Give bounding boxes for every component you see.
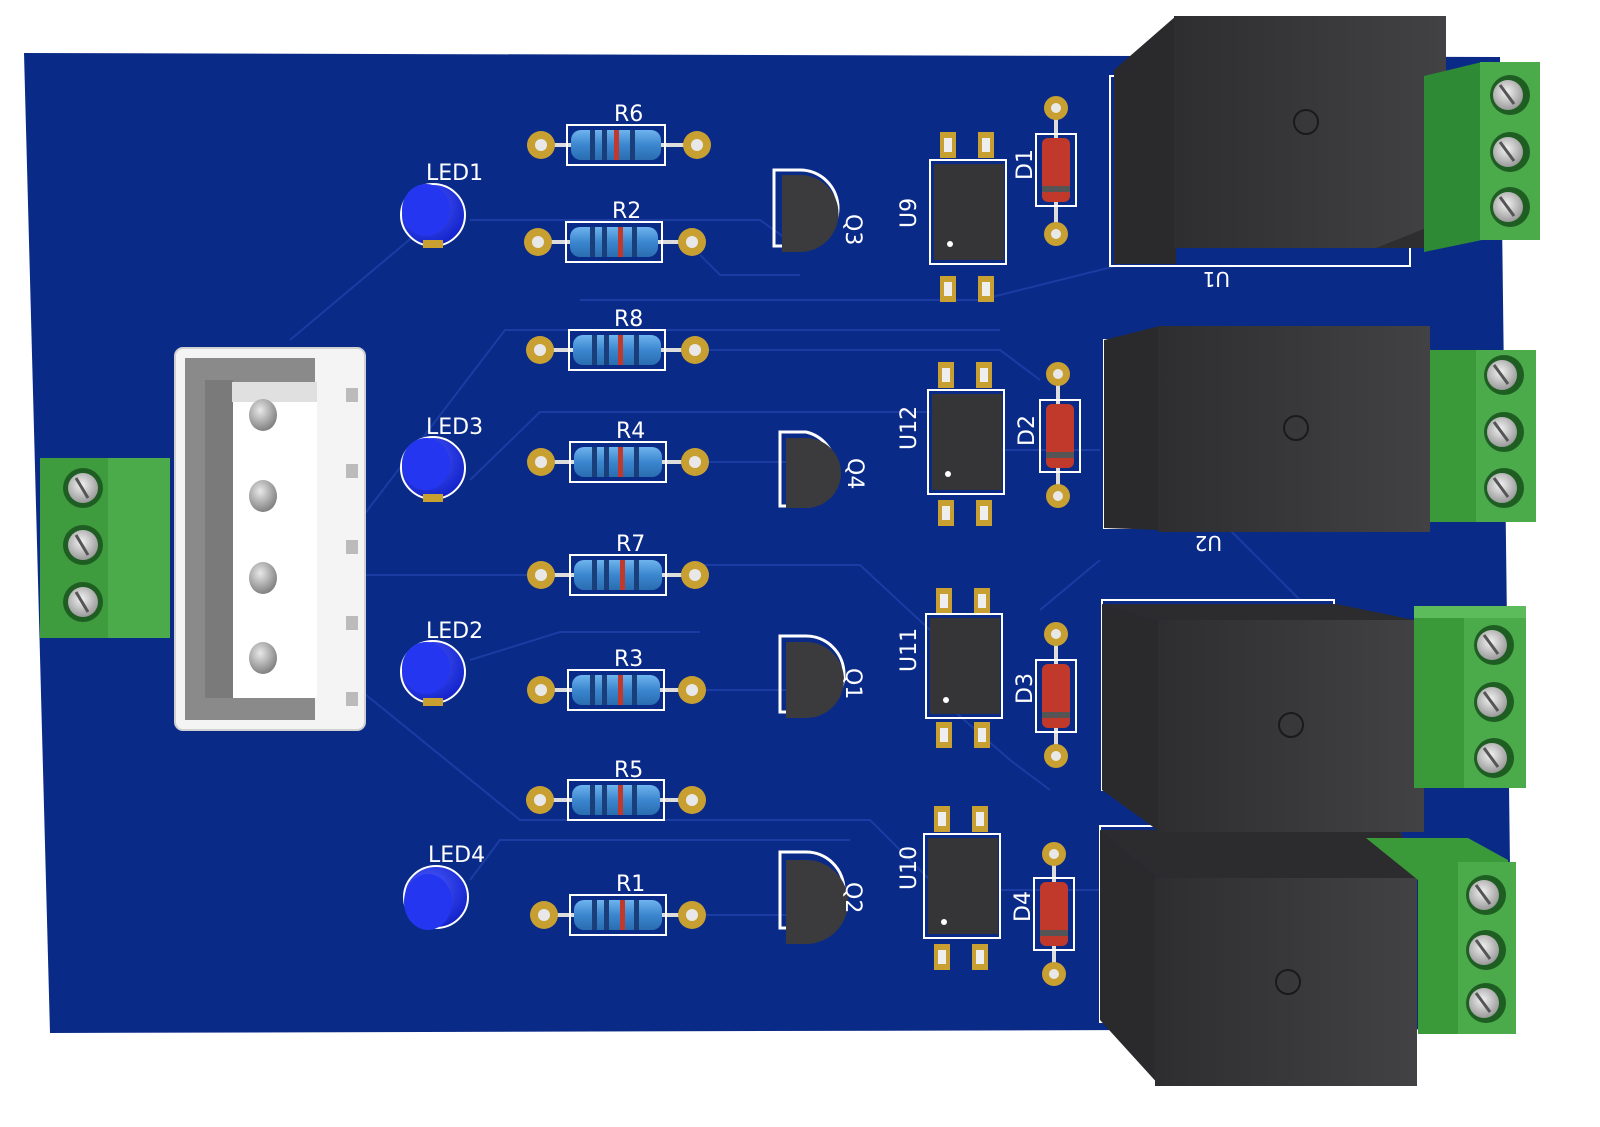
diode-d2-label: D2 — [1015, 415, 1040, 446]
resistor-r3-label: R3 — [614, 647, 643, 672]
relay-3 — [1101, 599, 1424, 832]
resistor-r6-label: R6 — [614, 102, 643, 127]
resistor-r6: R6 — [527, 102, 711, 166]
transistor-q3: Q3 — [772, 168, 865, 252]
transistor-q2-label: Q2 — [840, 882, 865, 913]
resistor-r7: R7 — [527, 532, 709, 596]
right-screw-terminal-4 — [1366, 838, 1516, 1034]
left-screw-terminal — [40, 458, 170, 638]
resistor-r1-label: R1 — [616, 872, 645, 897]
led-1: LED1 — [400, 161, 483, 248]
diode-d3: D3 — [1013, 622, 1077, 768]
led-3-label: LED3 — [426, 415, 483, 440]
resistor-r5: R5 — [526, 758, 706, 821]
led-1-label: LED1 — [426, 161, 483, 186]
relay-u1: U1 — [1109, 16, 1446, 291]
right-screw-terminal-3 — [1414, 606, 1526, 788]
optocoupler-u10-label: U10 — [897, 846, 922, 890]
diode-d4-label: D4 — [1011, 891, 1036, 922]
resistor-r5-label: R5 — [614, 758, 643, 783]
diode-d1-label: D1 — [1013, 149, 1038, 180]
optocoupler-u12-label: U12 — [897, 406, 922, 450]
diode-d2: D2 — [1015, 362, 1081, 508]
diode-d3-label: D3 — [1013, 673, 1038, 704]
diode-d4: D4 — [1011, 842, 1075, 986]
resistor-r7-label: R7 — [616, 532, 645, 557]
transistor-q4-label: Q4 — [842, 458, 867, 489]
relay-u2-label: U2 — [1195, 531, 1222, 555]
relay-u2: U2 — [1103, 326, 1430, 555]
right-screw-terminal-1 — [1424, 62, 1540, 252]
transistor-q1-label: Q1 — [840, 668, 865, 699]
led-2: LED2 — [400, 619, 483, 706]
resistor-r8: R8 — [526, 307, 709, 371]
resistor-r8-label: R8 — [614, 307, 643, 332]
optocoupler-u9-label: U9 — [897, 198, 922, 228]
optocoupler-u11: U11 — [897, 588, 1003, 748]
transistor-q1: Q1 — [778, 634, 865, 718]
led-4-label: LED4 — [428, 843, 485, 868]
led-2-label: LED2 — [426, 619, 483, 644]
transistor-q3-label: Q3 — [840, 214, 865, 245]
optocoupler-u10: U10 — [897, 806, 1001, 970]
led-4: LED4 — [403, 843, 485, 930]
optocoupler-u11-label: U11 — [897, 628, 922, 672]
optocoupler-u9: U9 — [897, 132, 1007, 302]
resistor-r1: R1 — [530, 872, 706, 936]
pin-header-connector — [174, 347, 366, 731]
relay-4 — [1099, 825, 1420, 1086]
resistor-r4: R4 — [527, 419, 709, 483]
diode-d1: D1 — [1013, 96, 1077, 246]
resistor-r2: R2 — [524, 199, 706, 263]
resistor-r2-label: R2 — [612, 199, 641, 224]
led-3: LED3 — [400, 415, 483, 502]
right-screw-terminal-2 — [1430, 350, 1536, 522]
resistor-r4-label: R4 — [616, 419, 645, 444]
resistor-r3: R3 — [527, 647, 706, 711]
transistor-q2: Q2 — [778, 850, 865, 944]
transistor-q4: Q4 — [778, 430, 867, 508]
optocoupler-u12: U12 — [897, 362, 1005, 526]
relay-u1-label: U1 — [1203, 267, 1230, 291]
